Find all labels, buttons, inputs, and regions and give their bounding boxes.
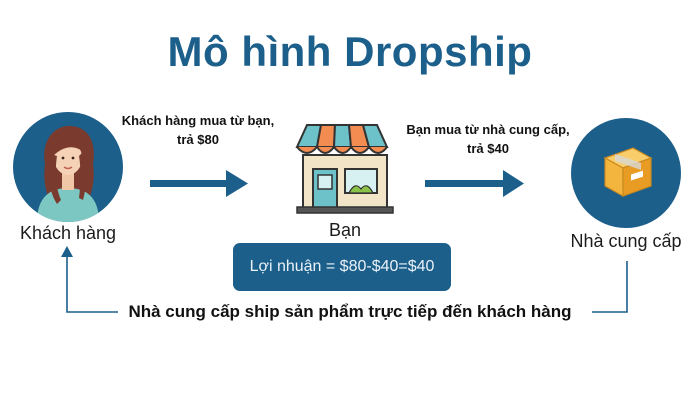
shipping-text: Nhà cung cấp ship sản phẩm trực tiếp đến… xyxy=(128,302,572,321)
supplier-label: Nhà cung cấp xyxy=(570,231,682,251)
arrow-customer-to-you xyxy=(150,170,248,197)
you-label: Bạn xyxy=(328,220,362,240)
customer-buys-text: Khách hàng mua từ bạn, trả $80 xyxy=(121,113,275,147)
you-buy-text: Bạn mua từ nhà cung cấp, trả $40 xyxy=(406,122,570,156)
shop-icon xyxy=(295,124,394,214)
package-box-icon xyxy=(603,147,653,198)
customer-circle xyxy=(13,112,123,222)
profit-box: Lợi nhuận = $80-$40=$40 xyxy=(233,243,451,291)
supplier-circle xyxy=(571,118,681,228)
shipping-return-line xyxy=(61,246,628,313)
profit-text: Lợi nhuận = $80-$40=$40 xyxy=(249,258,435,275)
customer-label: Khách hàng xyxy=(19,223,117,243)
arrow-you-to-supplier xyxy=(425,170,524,197)
diagram-title: Mô hình Dropship xyxy=(167,28,533,75)
woman-avatar-icon xyxy=(37,126,99,222)
